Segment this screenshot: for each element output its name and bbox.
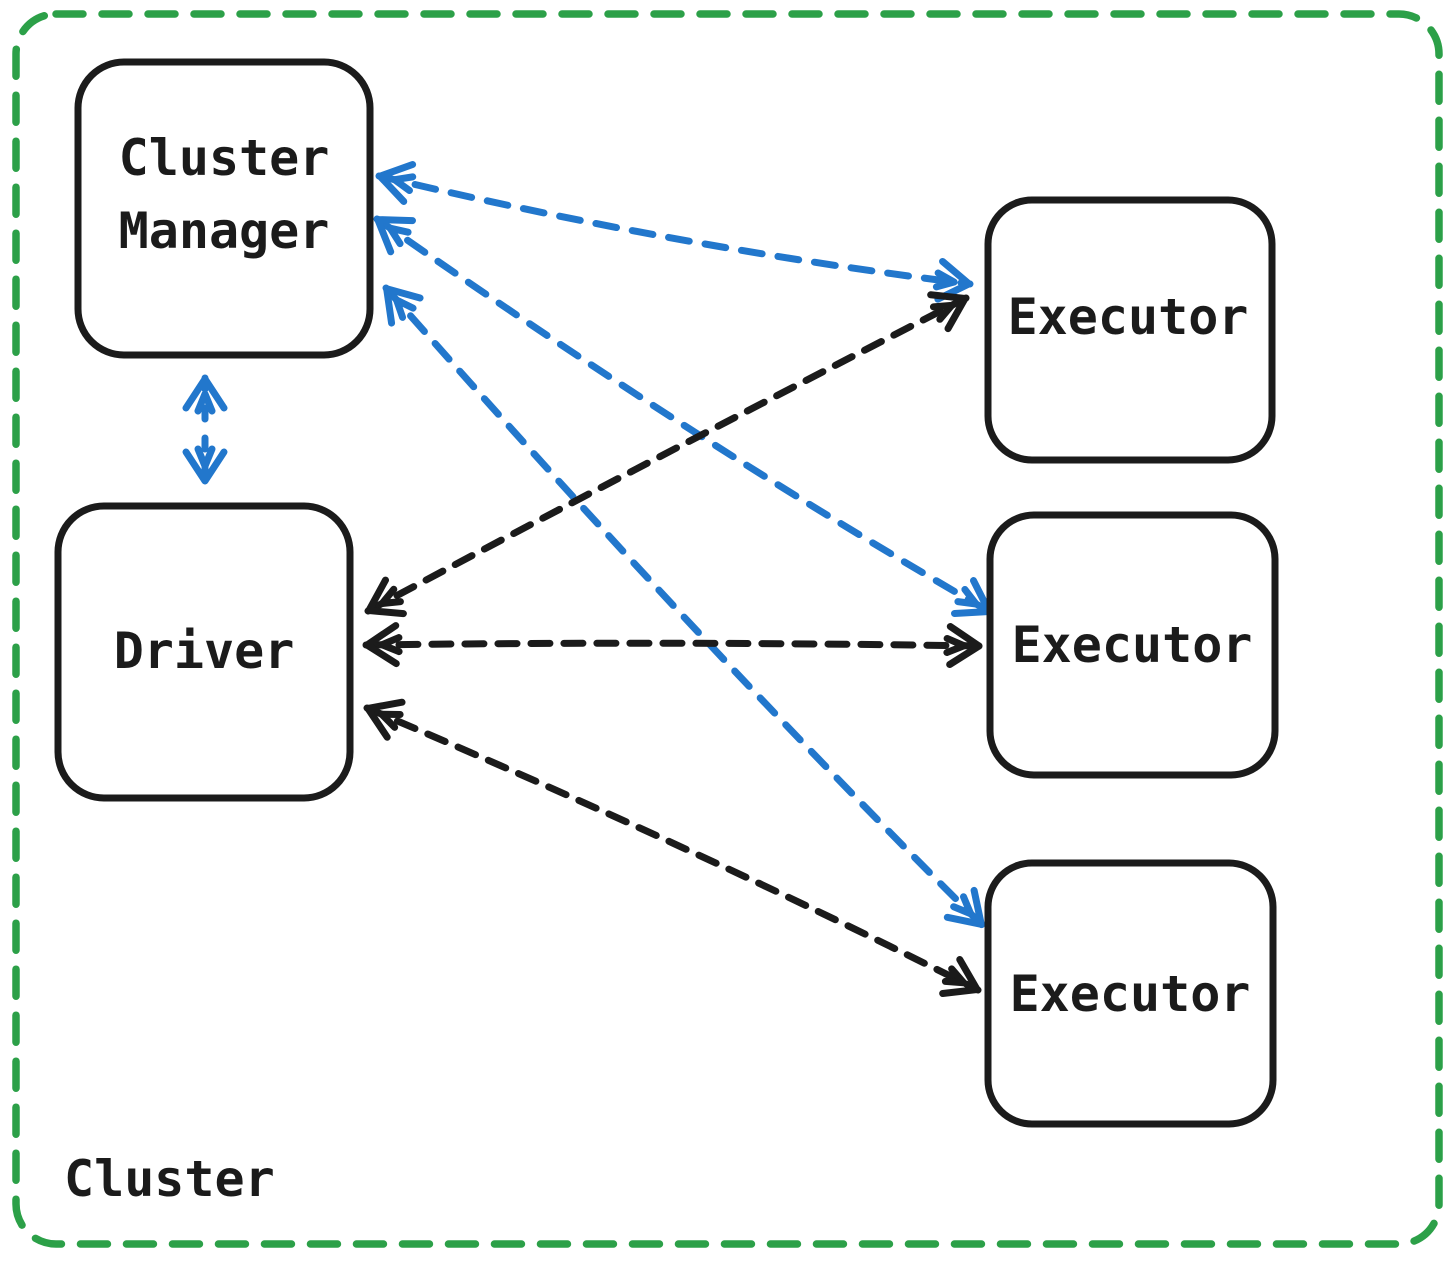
executor-2-box	[986, 511, 1279, 779]
executor-node-1: Executor	[984, 196, 1276, 464]
executor-1-box	[984, 196, 1276, 464]
executor-node-2: Executor	[986, 511, 1279, 779]
cluster-manager-box	[74, 58, 374, 359]
edge-driver-executor-1	[364, 291, 970, 618]
edge-cluster-manager-executor-3	[382, 284, 986, 929]
driver-node: Driver	[54, 502, 354, 802]
cluster-manager-label-line1: Cluster	[119, 129, 330, 187]
edge-cluster-manager-executor-1	[375, 160, 974, 303]
driver-box	[54, 502, 354, 802]
driver-label: Driver	[114, 622, 295, 680]
cluster-boundary-label: Cluster	[64, 1150, 275, 1208]
executor-node-3: Executor	[984, 859, 1277, 1128]
executor-3-box	[984, 859, 1277, 1128]
cluster-manager-label-line2: Manager	[119, 202, 330, 260]
edge-driver-executor-2	[362, 622, 984, 669]
edge-driver-executor-3	[363, 698, 982, 997]
cluster-boundary	[12, 10, 1443, 1248]
executor-2-label: Executor	[1012, 616, 1253, 674]
executor-1-label: Executor	[1008, 288, 1249, 346]
executor-3-label: Executor	[1010, 965, 1251, 1023]
cluster-manager-node: Cluster Manager	[74, 58, 374, 359]
